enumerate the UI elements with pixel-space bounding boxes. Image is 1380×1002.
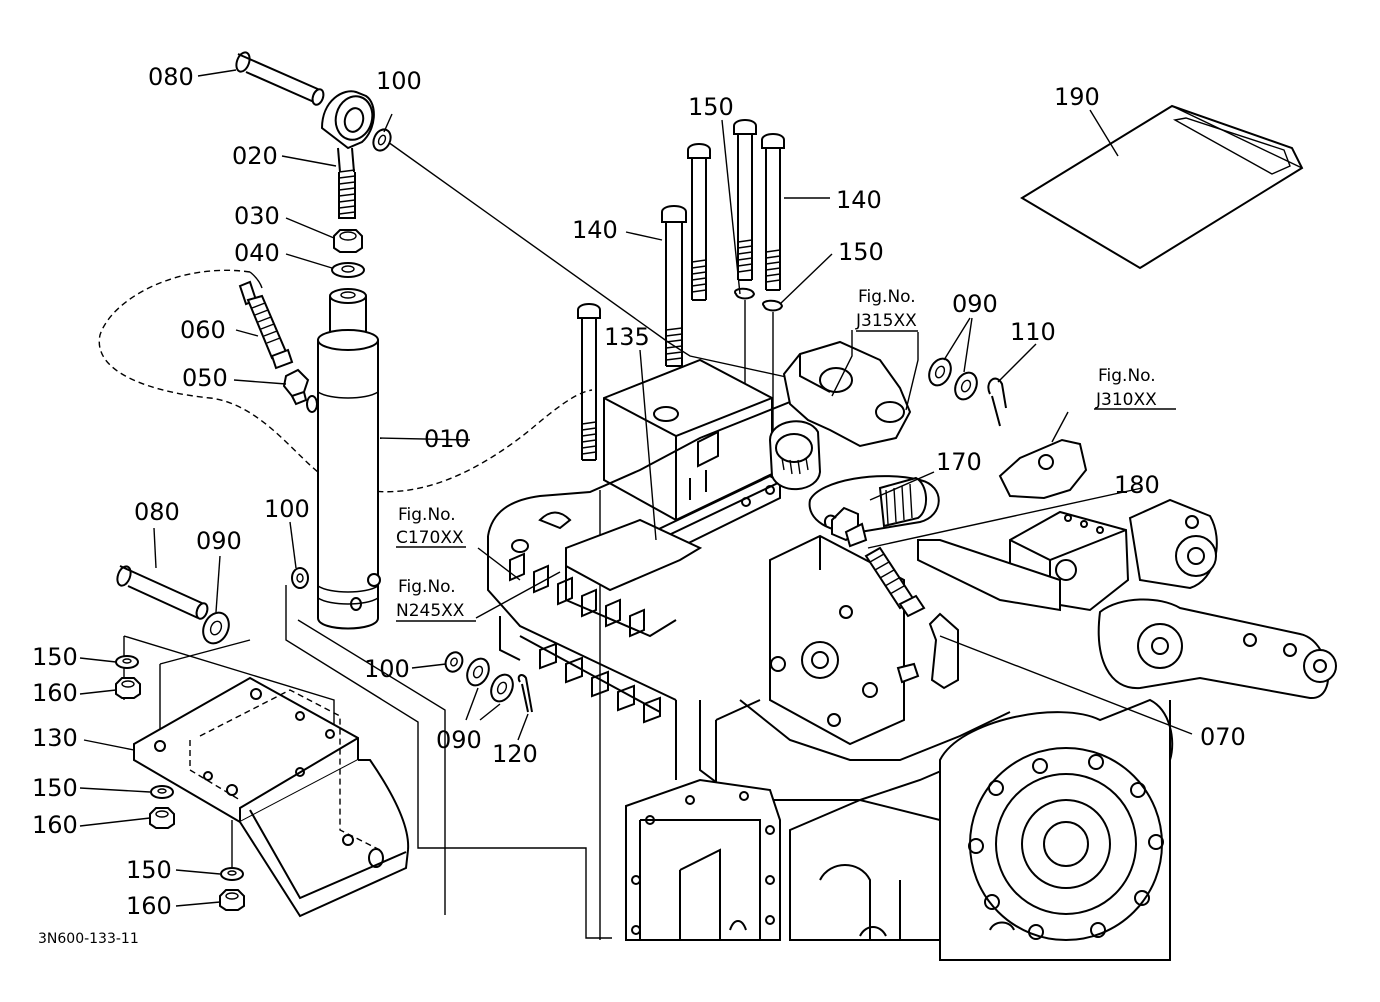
part-060-hose-fitting [238,280,294,370]
callout-140-left: 140 [572,216,618,244]
callout-050: 050 [182,364,228,392]
part-090-washer-lower-left [202,611,230,645]
callout-130: 130 [32,724,78,752]
part-090-110-right [928,357,1007,427]
figref-n245xx-line1: Fig.No. [398,577,456,597]
alignment-line-d [297,619,446,915]
callout-100-top: 100 [376,67,422,95]
part-100-090-120-center [444,651,533,713]
callout-150-right: 150 [838,238,884,266]
part-130-bracket [123,635,410,918]
part-020-rod-end [320,90,375,219]
callout-140-right: 140 [836,186,882,214]
callout-070: 070 [1200,723,1246,751]
part-010-hydraulic-cylinder [306,288,381,630]
figref-j310xx-line2: J310XX [1095,390,1157,410]
part-170-cap [808,475,940,534]
callout-170: 170 [936,448,982,476]
figure-references: Fig.No. J315XX Fig.No. J310XX Fig.No. C1… [396,287,1157,621]
callout-160-b: 160 [32,811,78,839]
callout-150-b: 150 [32,774,78,802]
callout-190: 190 [1054,83,1100,111]
part-030-nut [333,229,363,253]
part-100-washer-top [372,128,392,152]
transmission-housing [487,340,1337,961]
callout-090-right: 090 [952,290,998,318]
callout-150-c: 150 [126,856,172,884]
callout-090-center: 090 [436,726,482,754]
hydraulic-hose-outline [98,269,593,493]
figref-j310xx-line1: Fig.No. [1098,366,1156,386]
part-070-hose-fitting [864,546,959,690]
callout-labels: 080 100 020 030 040 060 050 010 080 090 … [32,63,1246,920]
callout-100-center: 100 [364,655,410,683]
callout-090-lower-left: 090 [196,527,242,555]
part-140-bolts [577,119,785,461]
part-180-plug [824,506,868,548]
part-150-lock-washers-top [733,287,784,312]
callout-150-top: 150 [688,93,734,121]
callout-150-a: 150 [32,643,78,671]
part-100-washer-cylinder [291,567,309,589]
part-050-elbow-fitting [282,368,310,406]
callout-080-top: 080 [148,63,194,91]
part-080-pin-top [235,51,325,106]
alignment-line-a [387,141,669,343]
callout-120: 120 [492,740,538,768]
figref-j315xx-line1: Fig.No. [858,287,916,307]
part-190-instruction-sheet [1020,104,1304,270]
figref-c170xx-line2: C170XX [396,528,464,548]
alignment-line-c [285,585,612,939]
leader-lines [79,69,1193,907]
part-040-washer [331,262,365,278]
callout-080-lower: 080 [134,498,180,526]
callout-100-cylinder: 100 [264,495,310,523]
callout-060: 060 [180,316,226,344]
callout-010: 010 [424,425,470,453]
callout-160-a: 160 [32,679,78,707]
callout-020: 020 [232,142,278,170]
figref-c170xx-line1: Fig.No. [398,505,456,525]
part-080-pin-lower [116,565,209,620]
drawing-code: 3N600-133-11 [38,931,139,947]
callout-135: 135 [604,323,650,351]
callout-030: 030 [234,202,280,230]
callout-110: 110 [1010,318,1056,346]
callout-160-c: 160 [126,892,172,920]
callout-180: 180 [1114,471,1160,499]
figref-j315xx-line2: J315XX [855,311,917,331]
callout-040: 040 [234,239,280,267]
figref-n245xx-line2: N245XX [396,601,465,621]
